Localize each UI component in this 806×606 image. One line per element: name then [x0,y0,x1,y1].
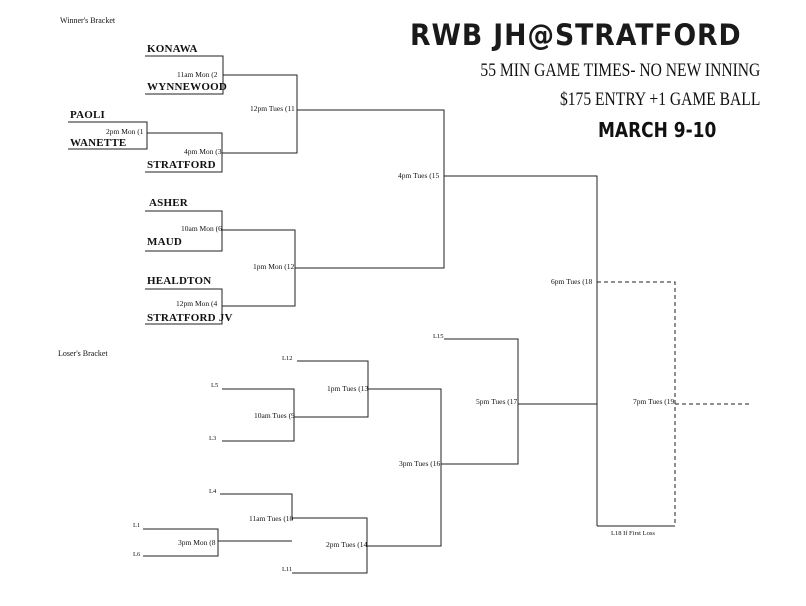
slot-l4: L4 [209,488,217,495]
tournament-title: RWB JH@STRATFORD [410,18,742,52]
game15-label: 4pm Tues (15 [398,171,440,180]
game1-label: 2pm Mon (1 [106,127,144,136]
game17-line [441,338,519,465]
slot-l11: L11 [282,566,293,573]
entry-fee: $175 ENTRY +1 GAME BALL [559,89,760,110]
slot-l3: L3 [209,435,217,442]
slot-l6: L6 [133,551,141,558]
team-healdton: HEALDTON [147,275,212,287]
game3-label: 4pm Mon (3 [184,147,222,156]
game14-label: 2pm Tues (14 [326,540,368,549]
game6-label: 10am Mon (6 [181,224,222,233]
game9-line [222,388,295,442]
losers-bracket-label: Loser's Bracket [58,349,108,358]
tournament-dates: MARCH 9-10 [598,118,717,142]
team-wanette: WANETTE [70,137,127,149]
team-stratford-jv: STRATFORD JV [147,312,233,324]
game4-label: 12pm Mon (4 [176,299,218,308]
game11-label: 12pm Tues (11 [250,104,295,113]
team-konawa: KONAWA [147,43,198,55]
slot-l15: L15 [433,333,444,340]
game11-line [222,74,298,154]
game17-label: 5pm Tues (17 [476,397,518,406]
game-time-rule: 55 MIN GAME TIMES- NO NEW INNING [480,60,760,81]
game6-line [145,210,223,252]
game1-line [68,121,148,150]
team-paoli: PAOLI [70,109,106,121]
game9-label: 10am Tues (9 [254,411,295,420]
game15-line [295,109,445,269]
slot-l5: L5 [211,382,219,389]
game13-label: 1pm Tues (13 [327,384,369,393]
game19-label: 7pm Tues (19 [633,397,675,406]
team-maud: MAUD [147,236,183,248]
game2-label: 11am Mon (2 [177,70,218,79]
slot-l12: L12 [282,355,293,362]
game19-dashed-line [597,281,676,526]
game16-label: 3pm Tues (16 [399,459,441,468]
game10-label: 11am Tues (10 [249,514,294,523]
game8-line [143,528,219,557]
team-asher: ASHER [149,197,188,209]
team-wynnewood: WYNNEWOOD [147,81,228,93]
game12-label: 1pm Mon (12 [253,262,295,271]
winners-bracket-label: Winner's Bracket [60,16,116,25]
game18-label: 6pm Tues (18 [551,277,593,286]
game16-line [367,388,442,547]
slot-l1: L1 [133,522,141,529]
first-loss-note: L18 If First Loss [611,530,655,537]
game8-label: 3pm Mon (8 [178,538,216,547]
game10-line [220,493,293,520]
game18-line [444,175,598,526]
team-stratford: STRATFORD [147,159,216,171]
